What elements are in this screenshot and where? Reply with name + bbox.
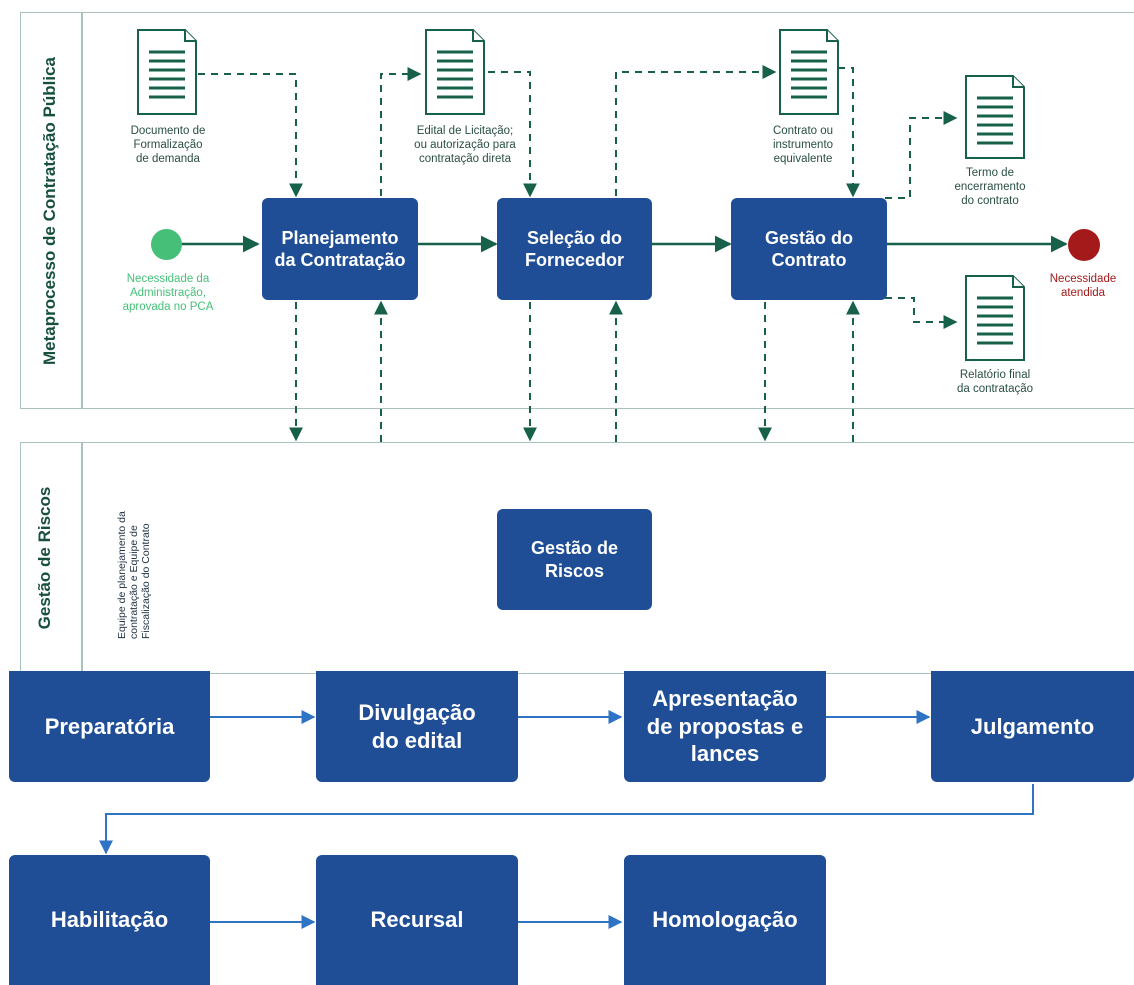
flow-gestao-to-termo (885, 111, 958, 199)
gestao-riscos-box[interactable]: Gestão de Riscos (497, 509, 652, 610)
document-icon-relatorio (965, 275, 1025, 361)
selecao-label: Seleção do Fornecedor (524, 227, 625, 271)
phase-homologacao-label: Homologação (652, 907, 798, 933)
phase-julgamento-label: Julgamento (970, 713, 1095, 739)
phase-preparatoria-box[interactable]: Preparatória (9, 671, 210, 782)
document-label-contrato: Contrato ou instrumento equivalente (772, 125, 834, 165)
document-label-formalizacao: Documento de Formalização de demanda (130, 125, 206, 165)
phase-habilitacao-label: Habilitação (50, 907, 169, 933)
flow-planejamento-to-edital (380, 67, 422, 196)
phase-homologacao-box[interactable]: Homologação (624, 855, 826, 985)
planejamento-box[interactable]: Planejamento da Contratação (262, 198, 418, 300)
phase-recursal-label: Recursal (370, 907, 464, 933)
gestao-riscos-label: Gestão de Riscos (530, 538, 619, 581)
document-icon-contrato (779, 29, 839, 115)
document-label-edital: Edital de Licitação; ou autorização para… (414, 125, 516, 165)
gestao-contrato-label: Gestão do Contrato (764, 227, 853, 271)
document-label-termo: Termo de encerramento do contrato (954, 167, 1026, 207)
document-icon-edital (425, 29, 485, 115)
phase-julgamento-box[interactable]: Julgamento (931, 671, 1134, 782)
end-event-label: Necessidade atendida (1049, 273, 1117, 299)
phase-apresentacao-label: Apresentação de propostas e lances (646, 686, 804, 767)
planejamento-label: Planejamento da Contratação (274, 227, 406, 271)
metaprocess-lane-divider (81, 13, 83, 408)
flow-gestao-to-relatorio (885, 297, 958, 329)
phase-habilitacao-box[interactable]: Habilitação (9, 855, 210, 985)
start-event-label: Necessidade da Administração, aprovada n… (122, 273, 214, 313)
flow-formalizacao-to-planejamento (198, 73, 303, 198)
selecao-box[interactable]: Seleção do Fornecedor (497, 198, 652, 300)
document-icon-formalizacao (137, 29, 197, 115)
phase-apresentacao-box[interactable]: Apresentação de propostas e lances (624, 671, 826, 782)
phase-divulgacao-label: Divulgação do edital (358, 700, 476, 753)
start-event (151, 229, 182, 260)
document-icon-termo (965, 75, 1025, 159)
flow-edital-to-selecao (488, 71, 537, 198)
flow-contrato-to-gestao (838, 67, 860, 198)
document-label-relatorio: Relatório final da contratação (956, 369, 1034, 395)
phase-preparatoria-label: Preparatória (44, 713, 175, 739)
risk-lane-divider (81, 443, 83, 673)
gestao-contrato-box[interactable]: Gestão do Contrato (731, 198, 887, 300)
flow-selecao-to-contrato (615, 65, 777, 196)
end-event (1068, 229, 1100, 261)
phase-recursal-box[interactable]: Recursal (316, 855, 518, 985)
phase-arrow-julgamento-to-habilitacao (99, 784, 1034, 855)
phase-divulgacao-box[interactable]: Divulgação do edital (316, 671, 518, 782)
